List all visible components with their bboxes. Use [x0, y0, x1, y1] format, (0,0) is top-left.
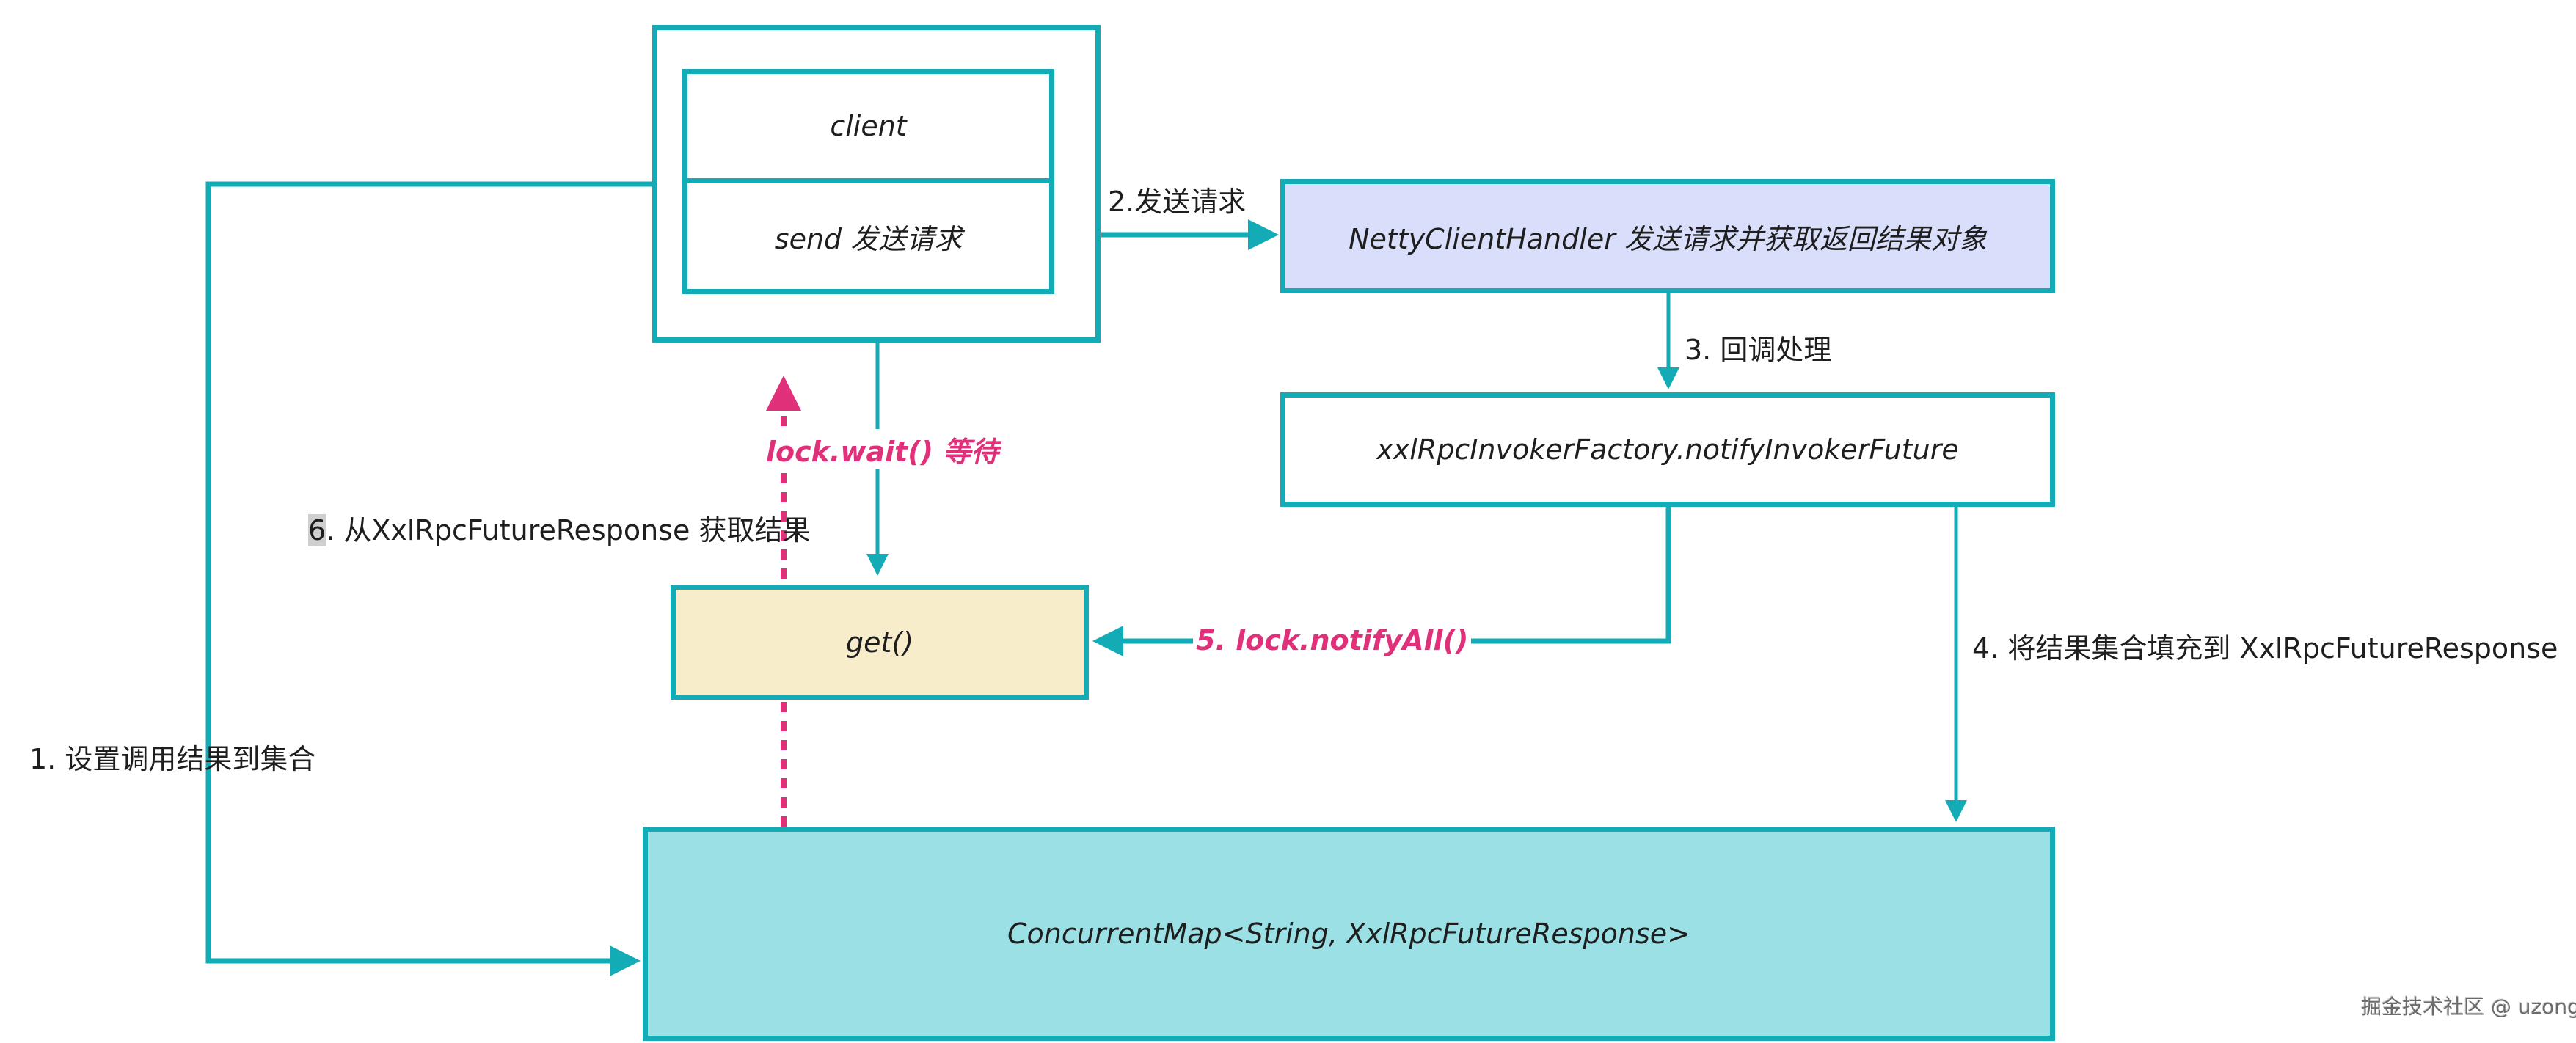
edge-step4-text: 4. 将结果集合填充到 XxlRpcFutureResponse	[1972, 632, 2558, 665]
edge-step6-number: 6	[308, 514, 326, 546]
send-node[interactable]: send 发送请求	[682, 178, 1054, 294]
edge-step3-label: 3. 回调处理	[1685, 334, 1832, 366]
get-node[interactable]: get()	[671, 585, 1089, 700]
edge-step6-label: 6. 从XxlRpcFutureResponse 获取结果	[308, 508, 810, 548]
edge-step5-line	[1092, 506, 1671, 656]
client-node-label: client	[830, 110, 907, 142]
netty-client-handler-label: NettyClientHandler 发送请求并获取返回结果对象	[1349, 222, 1987, 255]
edge-step6-text: . 从XxlRpcFutureResponse 获取结果	[326, 514, 811, 546]
concurrent-map-node[interactable]: ConcurrentMap<String, XxlRpcFutureRespon…	[643, 827, 2055, 1041]
client-node[interactable]: client	[682, 69, 1054, 183]
edge-step1-line	[205, 181, 652, 976]
lock-wait-label: lock.wait() 等待	[766, 429, 999, 469]
edge-step4-label: 4. 将结果集合填充到 XxlRpcFutureResponse	[1972, 626, 2558, 666]
concurrent-map-label: ConcurrentMap<String, XxlRpcFutureRespon…	[1007, 918, 1690, 950]
netty-client-handler-node[interactable]: NettyClientHandler 发送请求并获取返回结果对象	[1280, 179, 2055, 293]
send-node-label: send 发送请求	[774, 222, 963, 255]
get-node-label: get()	[845, 626, 914, 659]
client-container-box	[652, 25, 1101, 343]
watermark: 掘金技术社区 @ uzong	[2361, 995, 2576, 1019]
invoker-factory-label: xxlRpcInvokerFactory.notifyInvokerFuture	[1376, 433, 1959, 466]
edge-step1-label: 1. 设置调用结果到集合	[29, 743, 316, 775]
edge-step2-label: 2.发送请求	[1108, 186, 1247, 218]
edge-step5-label: 5. lock.notifyAll()	[1193, 624, 1472, 656]
invoker-factory-node[interactable]: xxlRpcInvokerFactory.notifyInvokerFuture	[1280, 392, 2055, 507]
